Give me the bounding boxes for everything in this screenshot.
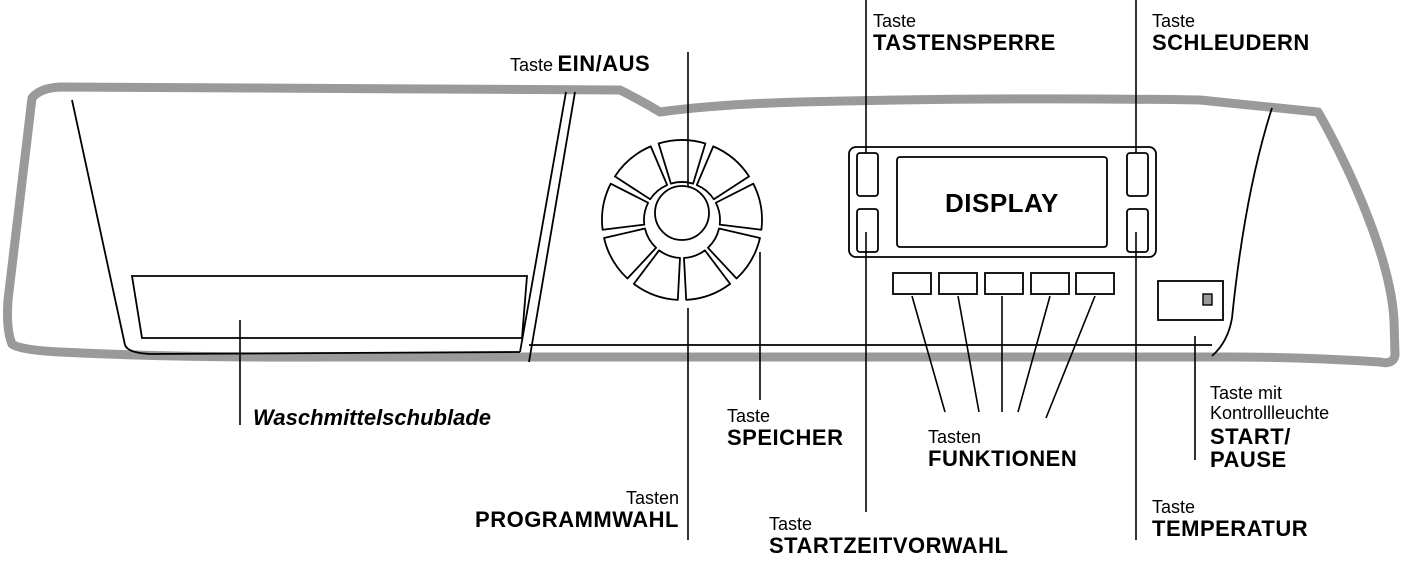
program-button-2[interactable] [714,182,763,231]
start-pause-indicator [1202,293,1213,306]
label-funktionen-name: FUNKTIONEN [928,446,1078,471]
drawer-bottom-curve [124,344,521,355]
display-label: DISPLAY [945,188,1059,218]
schleudern-button[interactable] [1126,152,1149,197]
label-programmwahl: Tasten PROGRAMMWAHL [424,489,679,531]
label-startzeitvorwahl-prefix: Taste [769,514,813,534]
program-button-7[interactable] [601,182,650,231]
label-start-pause-prefix-1: Taste mit [1210,383,1283,403]
label-temperatur-prefix: Taste [1152,497,1196,517]
display-screen [896,156,1108,248]
label-ein-aus-prefix: Taste [510,55,554,75]
label-schleudern: Taste SCHLEUDERN [1152,12,1310,54]
program-buttons [601,139,763,301]
label-start-pause-prefix-2: Kontrollleuchte [1210,403,1330,423]
label-startzeitvorwahl-name: STARTZEITVORWAHL [769,533,1009,558]
program-button-8[interactable] [614,145,669,201]
panel-outline [3,82,1400,368]
program-button-5[interactable] [632,249,681,301]
display-frame [848,146,1157,258]
function-button-2[interactable] [938,272,978,295]
label-tastensperre-name: TASTENSPERRE [873,30,1056,55]
ein-aus-button[interactable] [654,185,710,241]
label-temperatur: Taste TEMPERATUR [1152,498,1308,540]
program-button-9[interactable] [657,139,707,185]
function-button-1[interactable] [892,272,932,295]
function-button-4[interactable] [1030,272,1070,295]
function-button-5[interactable] [1075,272,1115,295]
drawer-left-edge [71,99,126,346]
program-button-3[interactable] [707,227,761,280]
label-speicher-prefix: Taste [727,406,771,426]
label-temperatur-name: TEMPERATUR [1152,516,1309,541]
label-start-pause-name-2: PAUSE [1210,447,1287,472]
label-startzeitvorwahl: Taste STARTZEITVORWAHL [769,515,1008,557]
program-button-6[interactable] [603,227,657,280]
panel-right-side-line [1211,107,1273,357]
label-tastensperre: Taste TASTENSPERRE [873,12,1056,54]
label-ein-aus: Taste EIN/AUS [510,53,650,75]
label-funktionen-prefix: Tasten [928,427,982,447]
label-speicher-name: SPEICHER [727,425,844,450]
label-funktionen: Tasten FUNKTIONEN [928,428,1077,470]
drawer-handle [130,275,528,339]
label-ein-aus-name: EIN/AUS [557,51,651,76]
label-start-pause: Taste mit Kontrollleuchte START/ PAUSE [1210,384,1329,471]
label-programmwahl-name: PROGRAMMWAHL [475,507,679,532]
startzeitvorwahl-button[interactable] [856,208,879,253]
drawer-right-edge-inner [528,91,576,363]
label-schleudern-prefix: Taste [1152,11,1196,31]
label-schleudern-name: SCHLEUDERN [1152,30,1310,55]
label-speicher: Taste SPEICHER [727,407,843,449]
program-button-4[interactable] [683,249,732,301]
start-pause-button[interactable] [1157,280,1224,321]
label-waschmittelschublade: Waschmittelschublade [253,405,491,430]
leader-lines [239,0,1196,540]
label-programmwahl-prefix: Tasten [625,488,679,508]
tastensperre-button[interactable] [856,152,879,197]
temperatur-button[interactable] [1126,208,1149,253]
label-start-pause-name-1: START/ [1210,424,1291,449]
label-tastensperre-prefix: Taste [873,11,917,31]
program-button-1[interactable] [695,145,750,201]
drawer-right-edge-outer [519,91,567,353]
function-button-3[interactable] [984,272,1024,295]
